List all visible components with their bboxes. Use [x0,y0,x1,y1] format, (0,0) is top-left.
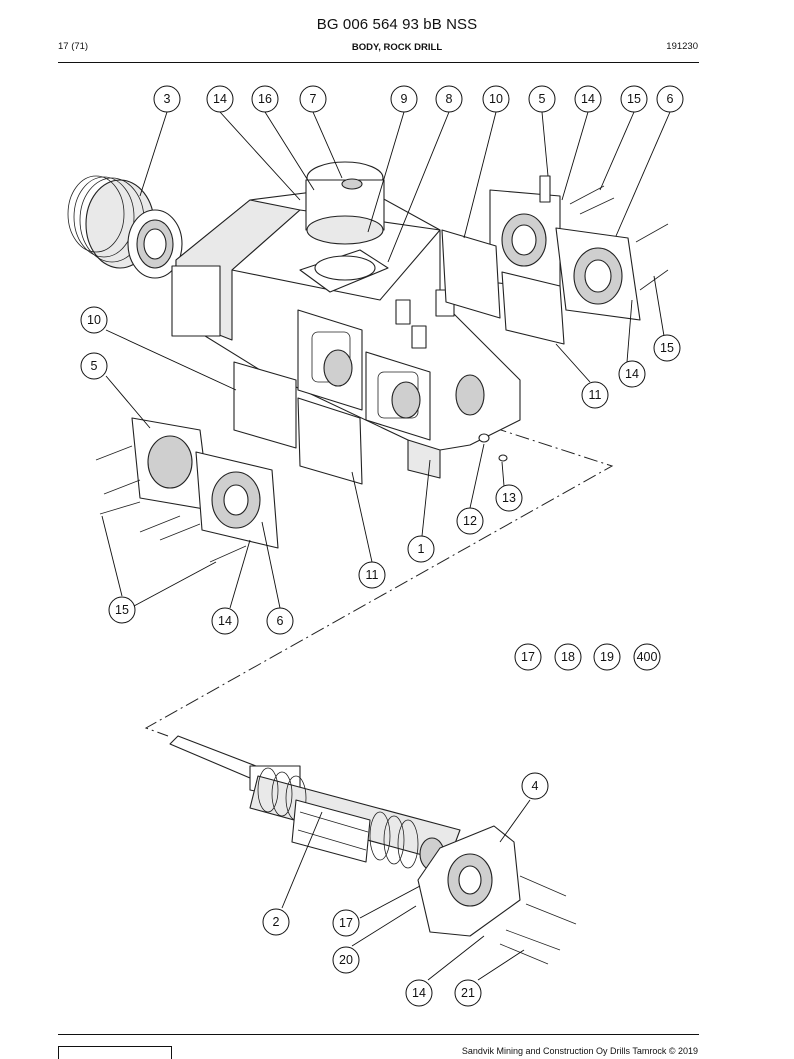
callout-4: 4 [521,772,549,800]
svg-text:1: 1 [418,542,425,556]
callout-11: 11 [358,561,386,589]
callout-11: 11 [581,381,609,409]
callout-10: 10 [80,306,108,334]
footer-copyright: Sandvik Mining and Construction Oy Drill… [461,1046,698,1056]
svg-text:20: 20 [339,953,353,967]
shank-assembly [169,735,461,871]
callout-17: 17 [514,643,542,671]
callout-6: 6 [266,607,294,635]
left-gasket-upper [233,361,297,449]
seal-ring-13 [498,454,508,462]
svg-text:4: 4 [532,779,539,793]
svg-text:16: 16 [258,92,272,106]
callout-15: 15 [108,596,136,624]
svg-text:14: 14 [581,92,595,106]
header-rule [58,62,699,63]
callout-5: 5 [80,352,108,380]
svg-text:7: 7 [310,92,317,106]
svg-text:12: 12 [463,514,477,528]
callout-15: 15 [620,85,648,113]
document-date: 191230 [666,41,698,52]
svg-text:3: 3 [164,92,171,106]
svg-text:5: 5 [539,92,546,106]
svg-text:15: 15 [660,341,674,355]
callout-14: 14 [211,607,239,635]
callout-14: 14 [574,85,602,113]
front-cover-plate [417,825,577,965]
svg-text:10: 10 [87,313,101,327]
section-title: BODY, ROCK DRILL [351,42,443,53]
callout-14: 14 [206,85,234,113]
svg-text:5: 5 [91,359,98,373]
svg-text:19: 19 [600,650,614,664]
svg-text:14: 14 [625,367,639,381]
svg-text:15: 15 [115,603,129,617]
left-gasket-lower [297,397,363,485]
callout-8: 8 [435,85,463,113]
svg-text:2: 2 [273,915,280,929]
callout-14: 14 [405,979,433,1007]
footer-rule [58,1034,699,1035]
assembly-axis-line [144,419,614,737]
callout-20: 20 [332,946,360,974]
drill-body [171,161,521,479]
right-side-cover [489,175,669,321]
damper-bellows [67,175,183,279]
callout-1: 1 [407,535,435,563]
right-gasket-upper [441,229,501,319]
callout-16: 16 [251,85,279,113]
callout-400: 400 [633,643,661,671]
right-gasket-lower [501,271,565,345]
callout-14: 14 [618,360,646,388]
svg-text:18: 18 [561,650,575,664]
svg-text:13: 13 [502,491,516,505]
svg-text:8: 8 [446,92,453,106]
leader-lines [101,111,671,981]
callout-5: 5 [528,85,556,113]
callout-12: 12 [456,507,484,535]
callout-19: 19 [593,643,621,671]
svg-text:14: 14 [213,92,227,106]
left-side-cover [95,417,279,563]
svg-text:21: 21 [461,986,475,1000]
svg-text:11: 11 [589,388,602,402]
callout-3: 3 [153,85,181,113]
svg-text:9: 9 [401,92,408,106]
callout-13: 13 [495,484,523,512]
callout-15: 15 [653,334,681,362]
svg-text:6: 6 [277,614,284,628]
seal-ring-12 [478,433,490,443]
callout-9: 9 [390,85,418,113]
svg-text:17: 17 [521,650,535,664]
svg-text:11: 11 [366,568,379,582]
svg-text:10: 10 [489,92,503,106]
page-number: 17 (71) [58,41,89,52]
callout-7: 7 [299,85,327,113]
callout-2: 2 [262,908,290,936]
callout-21: 21 [454,979,482,1007]
callout-10: 10 [482,85,510,113]
svg-text:15: 15 [627,92,641,106]
callout-17: 17 [332,909,360,937]
svg-text:14: 14 [218,614,232,628]
callout-18: 18 [554,643,582,671]
svg-text:17: 17 [339,916,353,930]
callout-6: 6 [656,85,684,113]
svg-text:400: 400 [637,650,658,664]
svg-text:14: 14 [412,986,426,1000]
document-id: BG 006 564 93 bB NSS [316,16,478,33]
svg-text:6: 6 [667,92,674,106]
